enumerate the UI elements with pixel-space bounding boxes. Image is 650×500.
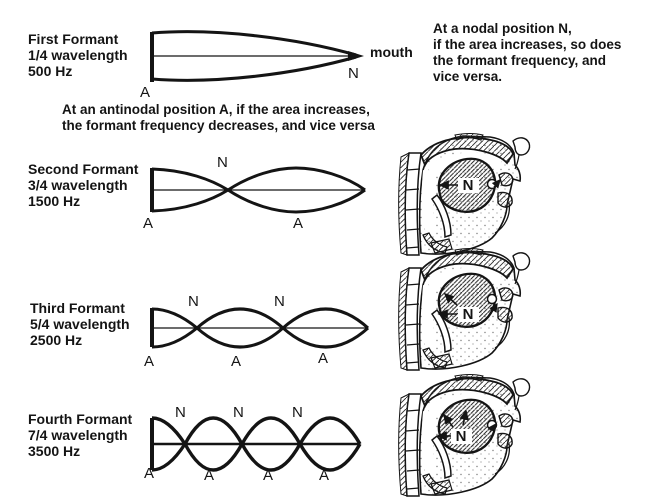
nodal-note-line: the formant frequency, and [433,53,607,68]
mouth-label: mouth [370,44,413,60]
vocal-tract-head-third-formant: N [397,247,531,372]
vocal-tract-head-second-formant: N [397,132,531,257]
head-node-label: N [463,177,474,194]
formant-name: Second Formant [28,161,139,177]
node-label: N [292,404,303,421]
wave-second-formant [150,166,366,214]
antinodal-note-line: the formant frequency decreases, and vic… [62,118,375,133]
formant-1-label: First Formant 1/4 wavelength 500 Hz [28,31,128,79]
nodal-note-line: if the area increases, so does [433,37,622,52]
formant-3-label: Third Formant 5/4 wavelength 2500 Hz [30,300,130,348]
formant-frequency: 3500 Hz [28,443,81,459]
nodal-note-line: At a nodal position N, [433,21,572,36]
formant-name: First Formant [28,31,119,47]
formant-wavelength: 5/4 wavelength [30,316,130,332]
wave-third-formant [150,307,370,349]
antinode-label: A [231,353,242,370]
antinode-label: A [319,467,330,484]
mouth-arrow-icon [348,51,364,61]
node-label-backdrop [458,307,479,322]
node-label: N [274,293,285,310]
mouth-area-arrow [488,422,497,433]
formant-frequency: 500 Hz [28,63,73,79]
antinode-label: A [140,84,151,101]
head-node-label: N [456,428,467,445]
formant-4-label: Fourth Formant 7/4 wavelength 3500 Hz [28,411,132,459]
formant-wavelength: 7/4 wavelength [28,427,128,443]
node-label: N [233,404,244,421]
antinodal-note: At an antinodal position A, if the area … [62,102,375,134]
formant-wavelength: 3/4 wavelength [28,177,128,193]
head-node-label: N [463,306,474,323]
antinode-label: A [293,215,304,232]
formant-frequency: 2500 Hz [30,332,83,348]
antinode-label: A [144,353,155,370]
node-label: N [217,154,228,171]
node-label-backdrop [458,178,479,193]
vocal-tract-head-fourth-formant: N [397,373,531,498]
formant-name: Fourth Formant [28,411,133,427]
antinode-label: A [263,467,274,484]
node-label: N [348,65,359,82]
antinode-label: A [143,215,154,232]
antinode-label: A [318,350,329,367]
wave-first-formant [150,30,364,82]
antinode-label: A [204,467,215,484]
formant-wavelength: 1/4 wavelength [28,47,128,63]
formant-2-label: Second Formant 3/4 wavelength 1500 Hz [28,161,138,209]
node-arrow-up [459,409,469,426]
node-arrow-up-left [443,292,458,306]
antinodal-note-line: At an antinodal position A, if the area … [62,102,370,117]
nodal-note-line: vice versa. [433,69,503,84]
node-label-backdrop [451,429,472,444]
wave-fourth-formant [150,416,362,472]
node-label: N [188,293,199,310]
antinode-label: A [144,465,155,482]
node-label: N [175,404,186,421]
formant-frequency: 1500 Hz [28,193,81,209]
node-arrow-up-left [443,413,454,428]
mouth-area-arrow [489,302,498,313]
mouth-area-arrow [491,178,501,189]
formant-name: Third Formant [30,300,125,316]
nodal-note: At a nodal position N, if the area incre… [433,21,621,85]
